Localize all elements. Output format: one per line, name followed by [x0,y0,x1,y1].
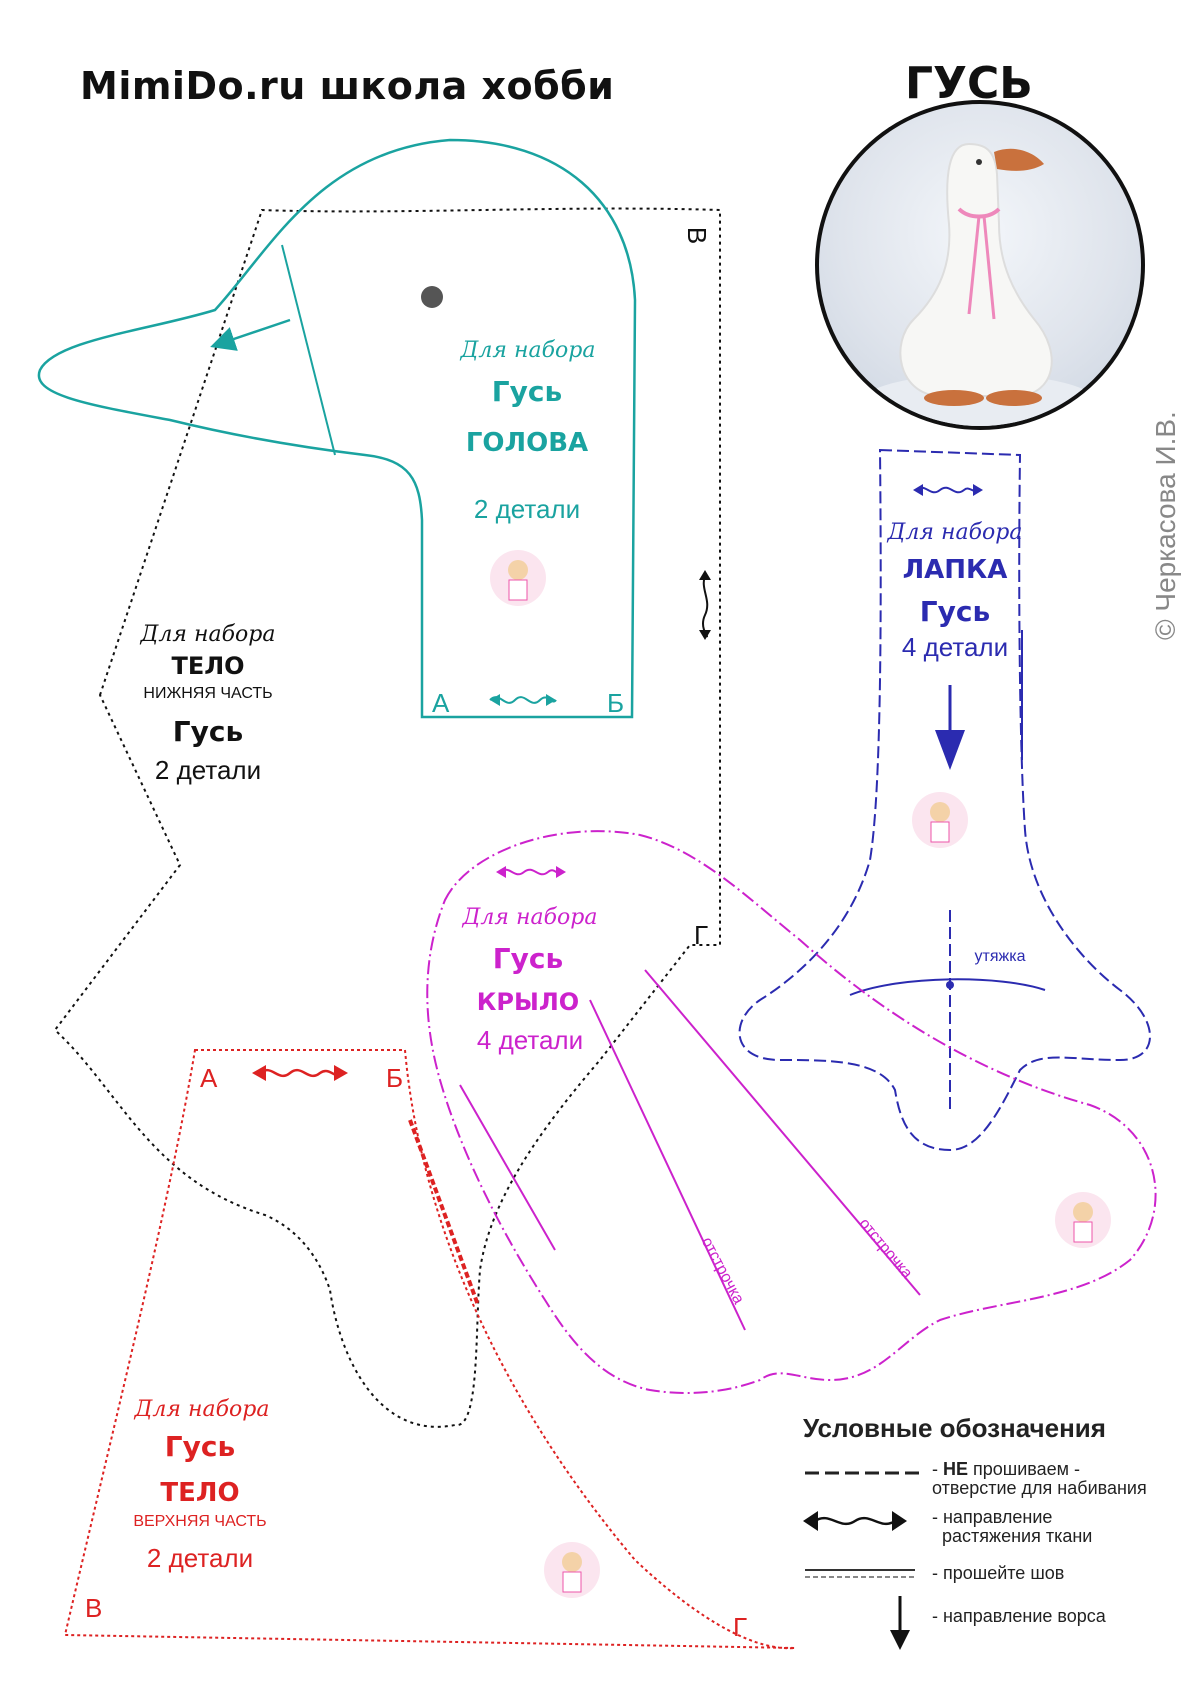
wing-for-set: Для набора [462,905,598,930]
doll-logo-icon [544,1542,600,1598]
body-lower-count: 2 детали [154,755,262,785]
doll-logo-icon [912,792,968,848]
body-upper-mark-g: Г [733,1612,748,1642]
leg-count: 4 детали [901,632,1009,662]
leg-for-set: Для набора [887,520,1023,545]
body-lower-stretch-icon [702,574,709,638]
head-name: Гусь [491,375,563,408]
leg-stretch-icon [915,486,981,494]
leg-outline [738,448,1151,1152]
seam-line-icon [805,1569,915,1578]
legend-item-no-stitch: - НЕ прошиваем -отверстие для набивания [932,1459,1147,1498]
goose-photo [815,100,1145,430]
legend-item-seam: - прошейте шов [932,1563,1065,1583]
body-lower-part: ТЕЛО [171,652,245,680]
head-for-set: Для набора [460,338,596,363]
legend-item-stretch: - направление растяжения ткани [932,1507,1093,1546]
stretch-arrow-icon [814,1516,896,1526]
doll-logo-icon [490,550,546,606]
body-lower-name: Гусь [172,715,244,748]
body-upper-for-set: Для набора [134,1397,270,1422]
body-upper-mark-b: Б [386,1063,404,1093]
legend-item-pile: - направление ворса [932,1606,1106,1626]
leg-name: Гусь [919,595,991,628]
body-upper-part: ТЕЛО [160,1478,240,1508]
wing-part: КРЫЛО [476,988,580,1016]
doll-logo-icon [1055,1192,1111,1248]
body-upper-subpart: ВЕРХНЯЯ ЧАСТЬ [133,1513,267,1530]
wing-stretch-icon [499,868,563,876]
body-upper-stretch-icon [259,1068,342,1078]
wing-count: 4 детали [476,1025,584,1055]
pile-arrow-icon [890,1596,910,1650]
body-upper-name: Гусь [164,1430,236,1463]
head-mark-a: А [432,688,450,718]
head-count: 2 детали [473,494,581,524]
body-upper-mark-a: А [200,1063,218,1093]
body-lower-for-set: Для набора [140,622,276,647]
wing-name: Гусь [492,942,564,975]
head-outline [37,138,637,719]
body-lower-outline [53,207,721,1428]
head-part: ГОЛОВА [465,428,589,458]
body-upper-mark-v: В [85,1593,103,1623]
leg-part: ЛАПКА [902,555,1008,585]
body-lower-mark-v: В [682,226,713,245]
wing-outline [426,830,1157,1394]
body-lower-mark-g: Г [694,920,709,950]
body-upper-outline [63,1049,796,1650]
head-mark-b: Б [607,688,625,718]
eye-mark [421,286,443,308]
leg-note: утяжка [974,948,1026,965]
body-lower-subpart: НИЖНЯЯ ЧАСТЬ [143,685,273,702]
body-upper-count: 2 детали [146,1543,254,1573]
brand-title: MimiDo.ru школа хобби [80,64,615,108]
goose-photo-icon [859,142,1099,426]
legend-title: Условные обозначения [803,1413,1106,1443]
